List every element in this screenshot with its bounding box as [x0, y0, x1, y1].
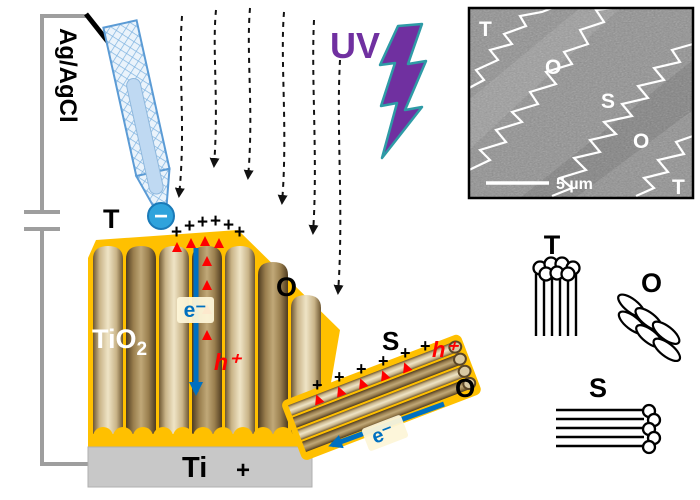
hole-arrow-icon: [214, 238, 224, 248]
surface-plus-charges: + + + + + +: [171, 211, 245, 243]
hole-arrow-icon: [403, 362, 413, 374]
gold-bottom-scallops: [88, 427, 320, 448]
plus-charge: +: [184, 216, 195, 237]
hole-arrow-icon: [337, 386, 347, 398]
s-icon-label: S: [589, 373, 607, 403]
ti-substrate: Ti +: [87, 446, 313, 488]
hole-label: h⁺: [432, 337, 459, 362]
hole-arrow-icon: [202, 280, 212, 290]
side-nanotube-bundle: [282, 334, 481, 460]
hole-arrow-icon: [202, 256, 212, 266]
nanotube: [288, 342, 457, 416]
nanotube: [225, 246, 255, 434]
tio2-label: TiO2: [92, 324, 147, 360]
sem-region-label-o-lower: O: [633, 130, 649, 153]
o-ends-label: O: [455, 373, 475, 403]
electrode-inner-core: [126, 78, 164, 195]
o-icon-label: O: [641, 268, 662, 298]
hole-arrow-icon: [202, 330, 212, 340]
uv-label: UV: [330, 25, 380, 66]
plus-charge: +: [334, 367, 345, 387]
sem-region-label-t-bottom: T: [672, 176, 685, 199]
sem-inset: 5 µm T O S O T: [467, 6, 695, 200]
hole-arrow-icon: [172, 242, 182, 252]
uv-light-rays: [174, 7, 344, 295]
sem-scale-label: 5 µm: [556, 176, 593, 193]
hole-label: h⁺: [214, 349, 243, 375]
plus-charge: +: [234, 222, 245, 243]
s-region-label: S: [382, 326, 399, 356]
tio2-label-subscript: 2: [137, 339, 148, 360]
plus-charge: +: [420, 336, 431, 356]
lightning-bolt-icon: [378, 22, 428, 160]
hole-arrow-icon: [186, 238, 196, 248]
nanotube: [159, 246, 189, 434]
tio2-label-base: TiO: [92, 324, 137, 354]
reference-electrode-label: Ag/AgCl: [54, 28, 81, 123]
minus-charge: −: [154, 203, 168, 230]
sem-boundary-line: [468, 6, 613, 171]
sem-boundary-line: [468, 6, 553, 89]
hole-arrow-icon: [315, 394, 325, 406]
t-region-label: T: [103, 204, 120, 234]
nanotube: [297, 366, 466, 440]
tio2-nanotube-array: [88, 230, 340, 448]
plus-charge: +: [210, 211, 221, 232]
sem-border: [467, 6, 695, 200]
electron-label-box: [361, 415, 409, 451]
uv-ray: [308, 19, 319, 235]
battery-symbol: [24, 210, 60, 231]
circuit-wire: [40, 14, 92, 466]
s-bundle-icon: S: [556, 373, 662, 455]
sem-boundary-line: [551, 42, 694, 198]
sem-shadow-band: [520, 60, 693, 198]
plus-charge: +: [197, 212, 208, 233]
hole-arrow-icon: [381, 370, 391, 382]
nanotube: [126, 246, 156, 434]
plus-charge: +: [223, 215, 234, 236]
plus-charge: +: [236, 457, 250, 484]
sem-region-label-o-upper: O: [545, 56, 561, 79]
electron-label-box: [177, 297, 214, 323]
side-hole-flow-arrows: [315, 362, 413, 406]
sem-region-label-t-top: T: [479, 18, 492, 41]
nanotube: [292, 354, 461, 428]
hole-arrow-icon: [200, 236, 210, 246]
plus-charge: +: [312, 375, 323, 395]
uv-ray: [209, 9, 220, 168]
t-icon-label: T: [544, 230, 561, 260]
o-region-label: O: [276, 272, 297, 302]
t-bundle-icon: T: [532, 230, 581, 336]
electron-label: e⁻: [184, 299, 207, 322]
nanotube: [93, 246, 123, 434]
plus-charge: +: [171, 222, 182, 243]
side-surface-plus-charges: + + + + + +: [312, 336, 431, 395]
plus-charge: +: [378, 351, 389, 371]
reference-electrode: [102, 19, 171, 210]
open-tube-ends: [448, 340, 477, 391]
plus-charge: +: [400, 343, 411, 363]
uv-ray: [333, 59, 344, 295]
sem-region-label-s: S: [601, 90, 615, 113]
sem-boundary-line: [635, 134, 694, 198]
sem-highlight-band: [469, 8, 620, 150]
electrode-tip-ball: [147, 202, 175, 230]
hole-arrow-icon: [359, 378, 369, 390]
plus-charge: +: [356, 359, 367, 379]
ti-label: Ti: [182, 452, 207, 484]
o-bundle-icon: O: [617, 268, 682, 362]
nanotube: [258, 262, 288, 434]
nanotube: [302, 378, 471, 452]
